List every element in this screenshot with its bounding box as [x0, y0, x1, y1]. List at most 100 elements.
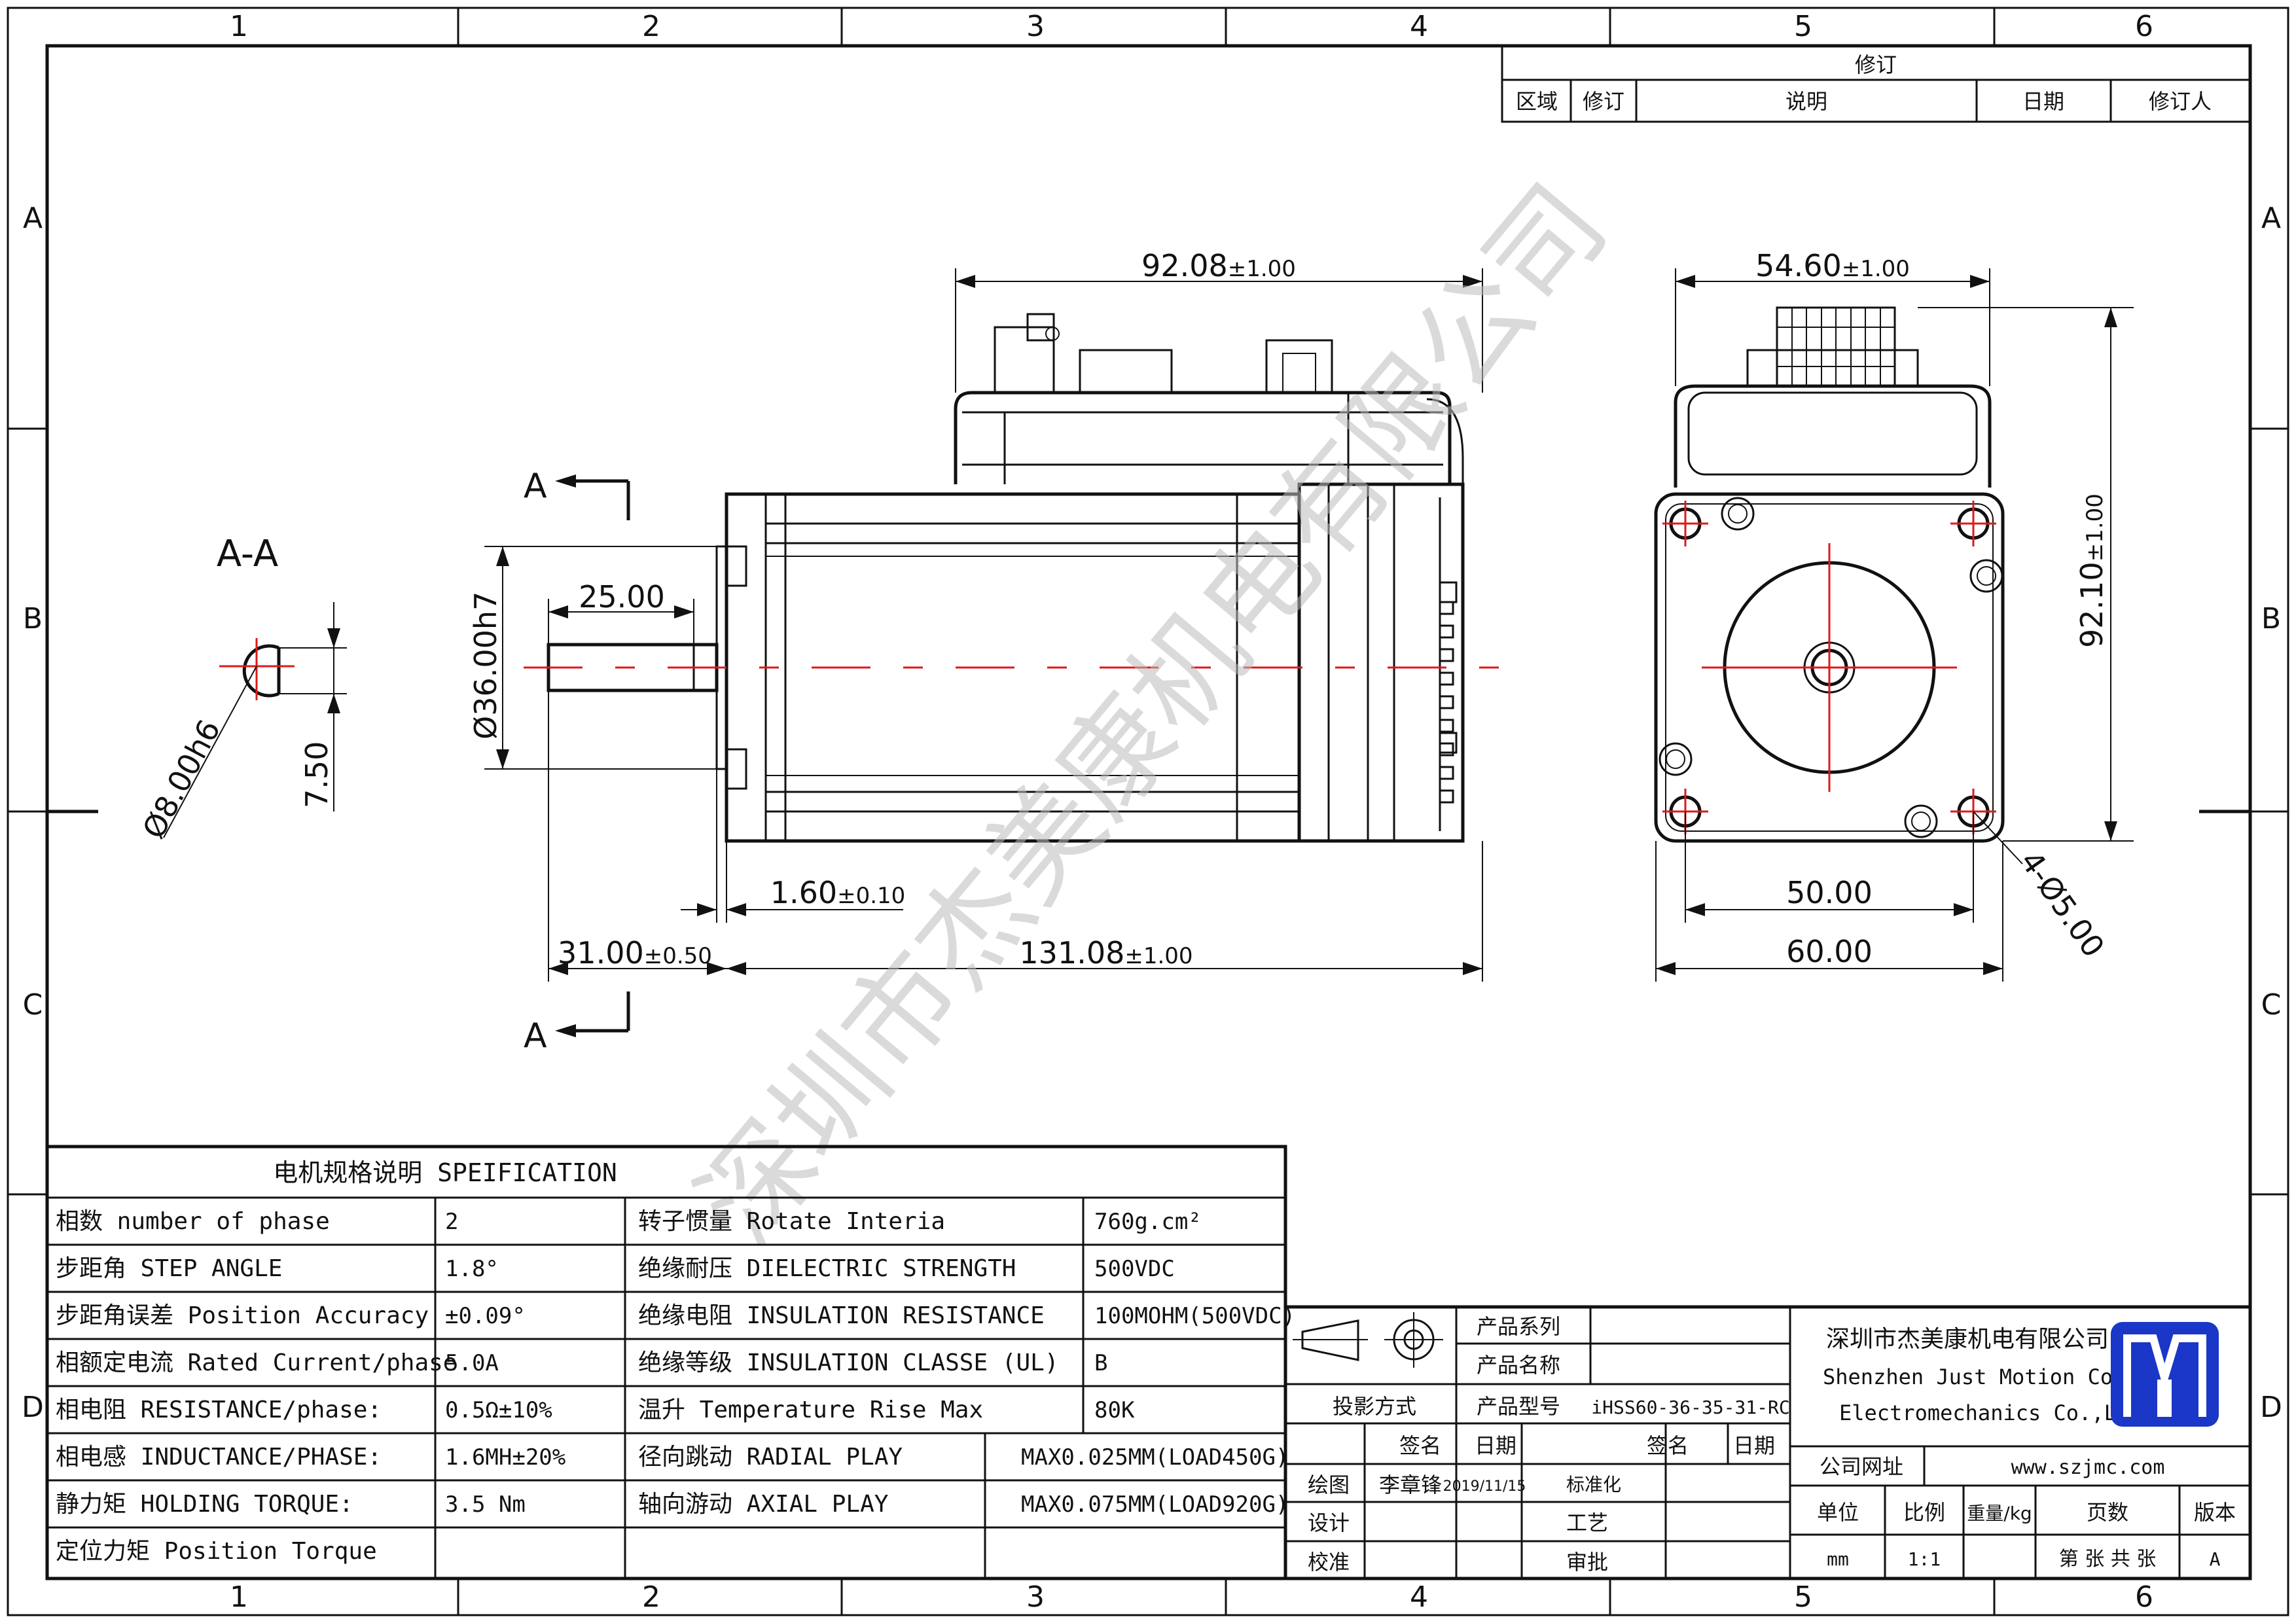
product-name-label: 产品名称 [1477, 1353, 1560, 1378]
screws [1659, 497, 2003, 838]
zone-col-6: 6 [2135, 10, 2153, 43]
date-label-2: 日期 [1733, 1433, 1775, 1458]
zone-row-A-right: A [2261, 202, 2281, 235]
spec-row-5-l-value: 0.5Ω±10% [445, 1397, 552, 1423]
revision-header-date: 日期 [2022, 89, 2064, 114]
revision-table: 修订 区域 修订 说明 日期 修订人 [1501, 45, 2251, 123]
spec-row-1-l-label: 相数 number of phase [56, 1208, 330, 1235]
side-view: A A [468, 248, 1505, 1056]
spec-row-4-r-label: 绝缘等级 INSULATION CLASSE (UL) [638, 1349, 1059, 1376]
zone-col-5-bottom: 5 [1794, 1580, 1812, 1614]
section-mark-a-bottom: A [524, 1016, 547, 1056]
spec-row-7-l-value: 3.5 Nm [445, 1491, 526, 1518]
version-value: A [2210, 1548, 2221, 1570]
zone-row-B: B [23, 602, 43, 635]
hole-spacing-dim: 50.00 [1786, 875, 1873, 910]
section-mark-bottom: A [524, 991, 630, 1056]
flange-thickness-dim: 1.60±0.10 [770, 875, 906, 910]
overall-width-dim: 92.08±1.00 [1141, 248, 1296, 283]
product-model: iHSS60-36-35-31-RC [1591, 1397, 1789, 1418]
spec-row-1-r-label: 转子惯量 Rotate Interia [638, 1208, 945, 1235]
zone-col-4-bottom: 4 [1410, 1580, 1428, 1614]
zone-col-3-bottom: 3 [1026, 1580, 1045, 1614]
spec-row-1-r-value: 760g.cm² [1094, 1209, 1202, 1235]
revision-header-rev: 修订 [1583, 89, 1624, 114]
zone-col-3: 3 [1026, 10, 1045, 43]
website-label: 公司网址 [1820, 1454, 1903, 1479]
zone-row-B-right: B [2261, 602, 2281, 635]
process-label: 工艺 [1566, 1510, 1608, 1535]
spec-row-5-l-label: 相电阻 RESISTANCE/phase: [56, 1397, 382, 1423]
zone-col-2-bottom: 2 [642, 1580, 660, 1614]
section-mark-top: A [524, 467, 630, 520]
zone-row-C-right: C [2261, 988, 2282, 1022]
top-width-dim: 54.60±1.00 [1755, 248, 1910, 283]
company-name-cn: 深圳市杰美康机电有限公司 [1826, 1326, 2109, 1353]
website: www.szjmc.com [2011, 1456, 2165, 1479]
section-title: A-A [217, 533, 278, 575]
spec-row-2-r-label: 绝缘耐压 DIELECTRIC STRENGTH [638, 1255, 1016, 1282]
company-logo [2111, 1322, 2219, 1427]
spec-row-7-l-label: 静力矩 HOLDING TORQUE: [56, 1491, 353, 1518]
spec-row-1-l-value: 2 [445, 1209, 458, 1235]
drawer-name: 李章锋 [1379, 1472, 1442, 1497]
weight-label: 重量/kg [1967, 1503, 2032, 1524]
sign-label: 签名 [1399, 1433, 1441, 1458]
zone-col-5: 5 [1794, 10, 1812, 43]
projection-label: 投影方式 [1333, 1394, 1416, 1419]
pilot-diameter-dim: Ø36.00h7 [468, 592, 503, 740]
zone-labels: 1 2 3 4 5 6 1 2 3 4 5 6 A B C D A B C D [22, 10, 2282, 1614]
shaft-diameter-dim: Ø8.00h6 [135, 714, 227, 844]
spec-rows: 相数 number of phase 2 转子惯量 Rotate Interia 76… [56, 1208, 1295, 1565]
sign-label-2: 签名 [1647, 1433, 1689, 1458]
title-block: 投影方式 产品系列 产品名称 产品型号 iHSS60-36-35-31-RC 签… [1283, 1305, 2252, 1580]
section-view-a-a: A-A 7.50 Ø8.00h6 [135, 533, 347, 844]
zone-col-6-bottom: 6 [2135, 1580, 2153, 1614]
unit-label: 单位 [1817, 1500, 1859, 1525]
shaft-extension-dim: 31.00±0.50 [558, 935, 712, 971]
pages-value: 第 张 共 张 [2059, 1548, 2157, 1571]
revision-title: 修订 [1855, 52, 1897, 77]
spec-title: 电机规格说明 SPEIFICATION [273, 1158, 617, 1187]
spec-row-6-l-label: 相电感 INDUCTANCE/PHASE: [56, 1444, 382, 1471]
spec-row-4-l-label: 相额定电流 Rated Current/phase [56, 1349, 457, 1376]
spec-row-7-r-label: 轴向游动 AXIAL PLAY [638, 1491, 889, 1518]
spec-row-2-r-value: 500VDC [1094, 1256, 1175, 1282]
spec-row-7-r-value: MAX0.075MM(LOAD920G) [1021, 1491, 1289, 1518]
motor-body [524, 482, 1505, 843]
flange-size-dim: 60.00 [1786, 934, 1873, 969]
scale-label: 比例 [1903, 1500, 1945, 1525]
zone-row-D-right: D [2260, 1391, 2282, 1424]
spec-row-2-l-value: 1.8° [445, 1256, 499, 1282]
standard-label: 标准化 [1566, 1474, 1621, 1495]
spec-row-8-l-label: 定位力矩 Position Torque [56, 1538, 377, 1565]
version-label: 版本 [2194, 1500, 2236, 1525]
watermark: 深圳市杰美康机电有限公司 [674, 161, 1632, 1267]
spec-row-5-r-value: 80K [1094, 1397, 1135, 1423]
zone-col-1: 1 [230, 10, 248, 43]
front-view: 54.60±1.00 92.10±1.00 50.00 60.00 [1654, 248, 2134, 982]
check-label: 校准 [1308, 1550, 1350, 1575]
zone-row-A: A [23, 202, 43, 235]
spec-row-3-l-label: 步距角误差 Position Accuracy [56, 1302, 429, 1329]
product-series-label: 产品系列 [1477, 1314, 1560, 1339]
spec-row-6-l-value: 1.6MH±20% [445, 1444, 565, 1471]
pages-label: 页数 [2087, 1500, 2128, 1525]
revision-header-area: 区域 [1516, 89, 1558, 114]
body-length-dim: 131.08±1.00 [1019, 935, 1193, 971]
approve-label: 审批 [1566, 1550, 1608, 1575]
company-name-en-2: Electromechanics Co.,LTD [1839, 1400, 2142, 1425]
flat-depth-dim: 7.50 [299, 741, 334, 808]
spec-row-6-r-label: 径向跳动 RADIAL PLAY [638, 1444, 903, 1471]
spec-row-6-r-value: MAX0.025MM(LOAD450G) [1021, 1444, 1289, 1471]
date-label: 日期 [1475, 1433, 1516, 1458]
projection-symbol [1293, 1312, 1443, 1368]
zone-col-1-bottom: 1 [230, 1580, 248, 1614]
spec-row-3-r-label: 绝缘电阻 INSULATION RESISTANCE [638, 1302, 1045, 1329]
revision-header-desc: 说明 [1785, 89, 1827, 114]
front-driver-housing [1674, 306, 1992, 488]
unit-value: mm [1827, 1548, 1849, 1570]
overall-height-dim: 92.10±1.00 [2074, 493, 2109, 648]
product-model-label: 产品型号 [1477, 1394, 1560, 1419]
